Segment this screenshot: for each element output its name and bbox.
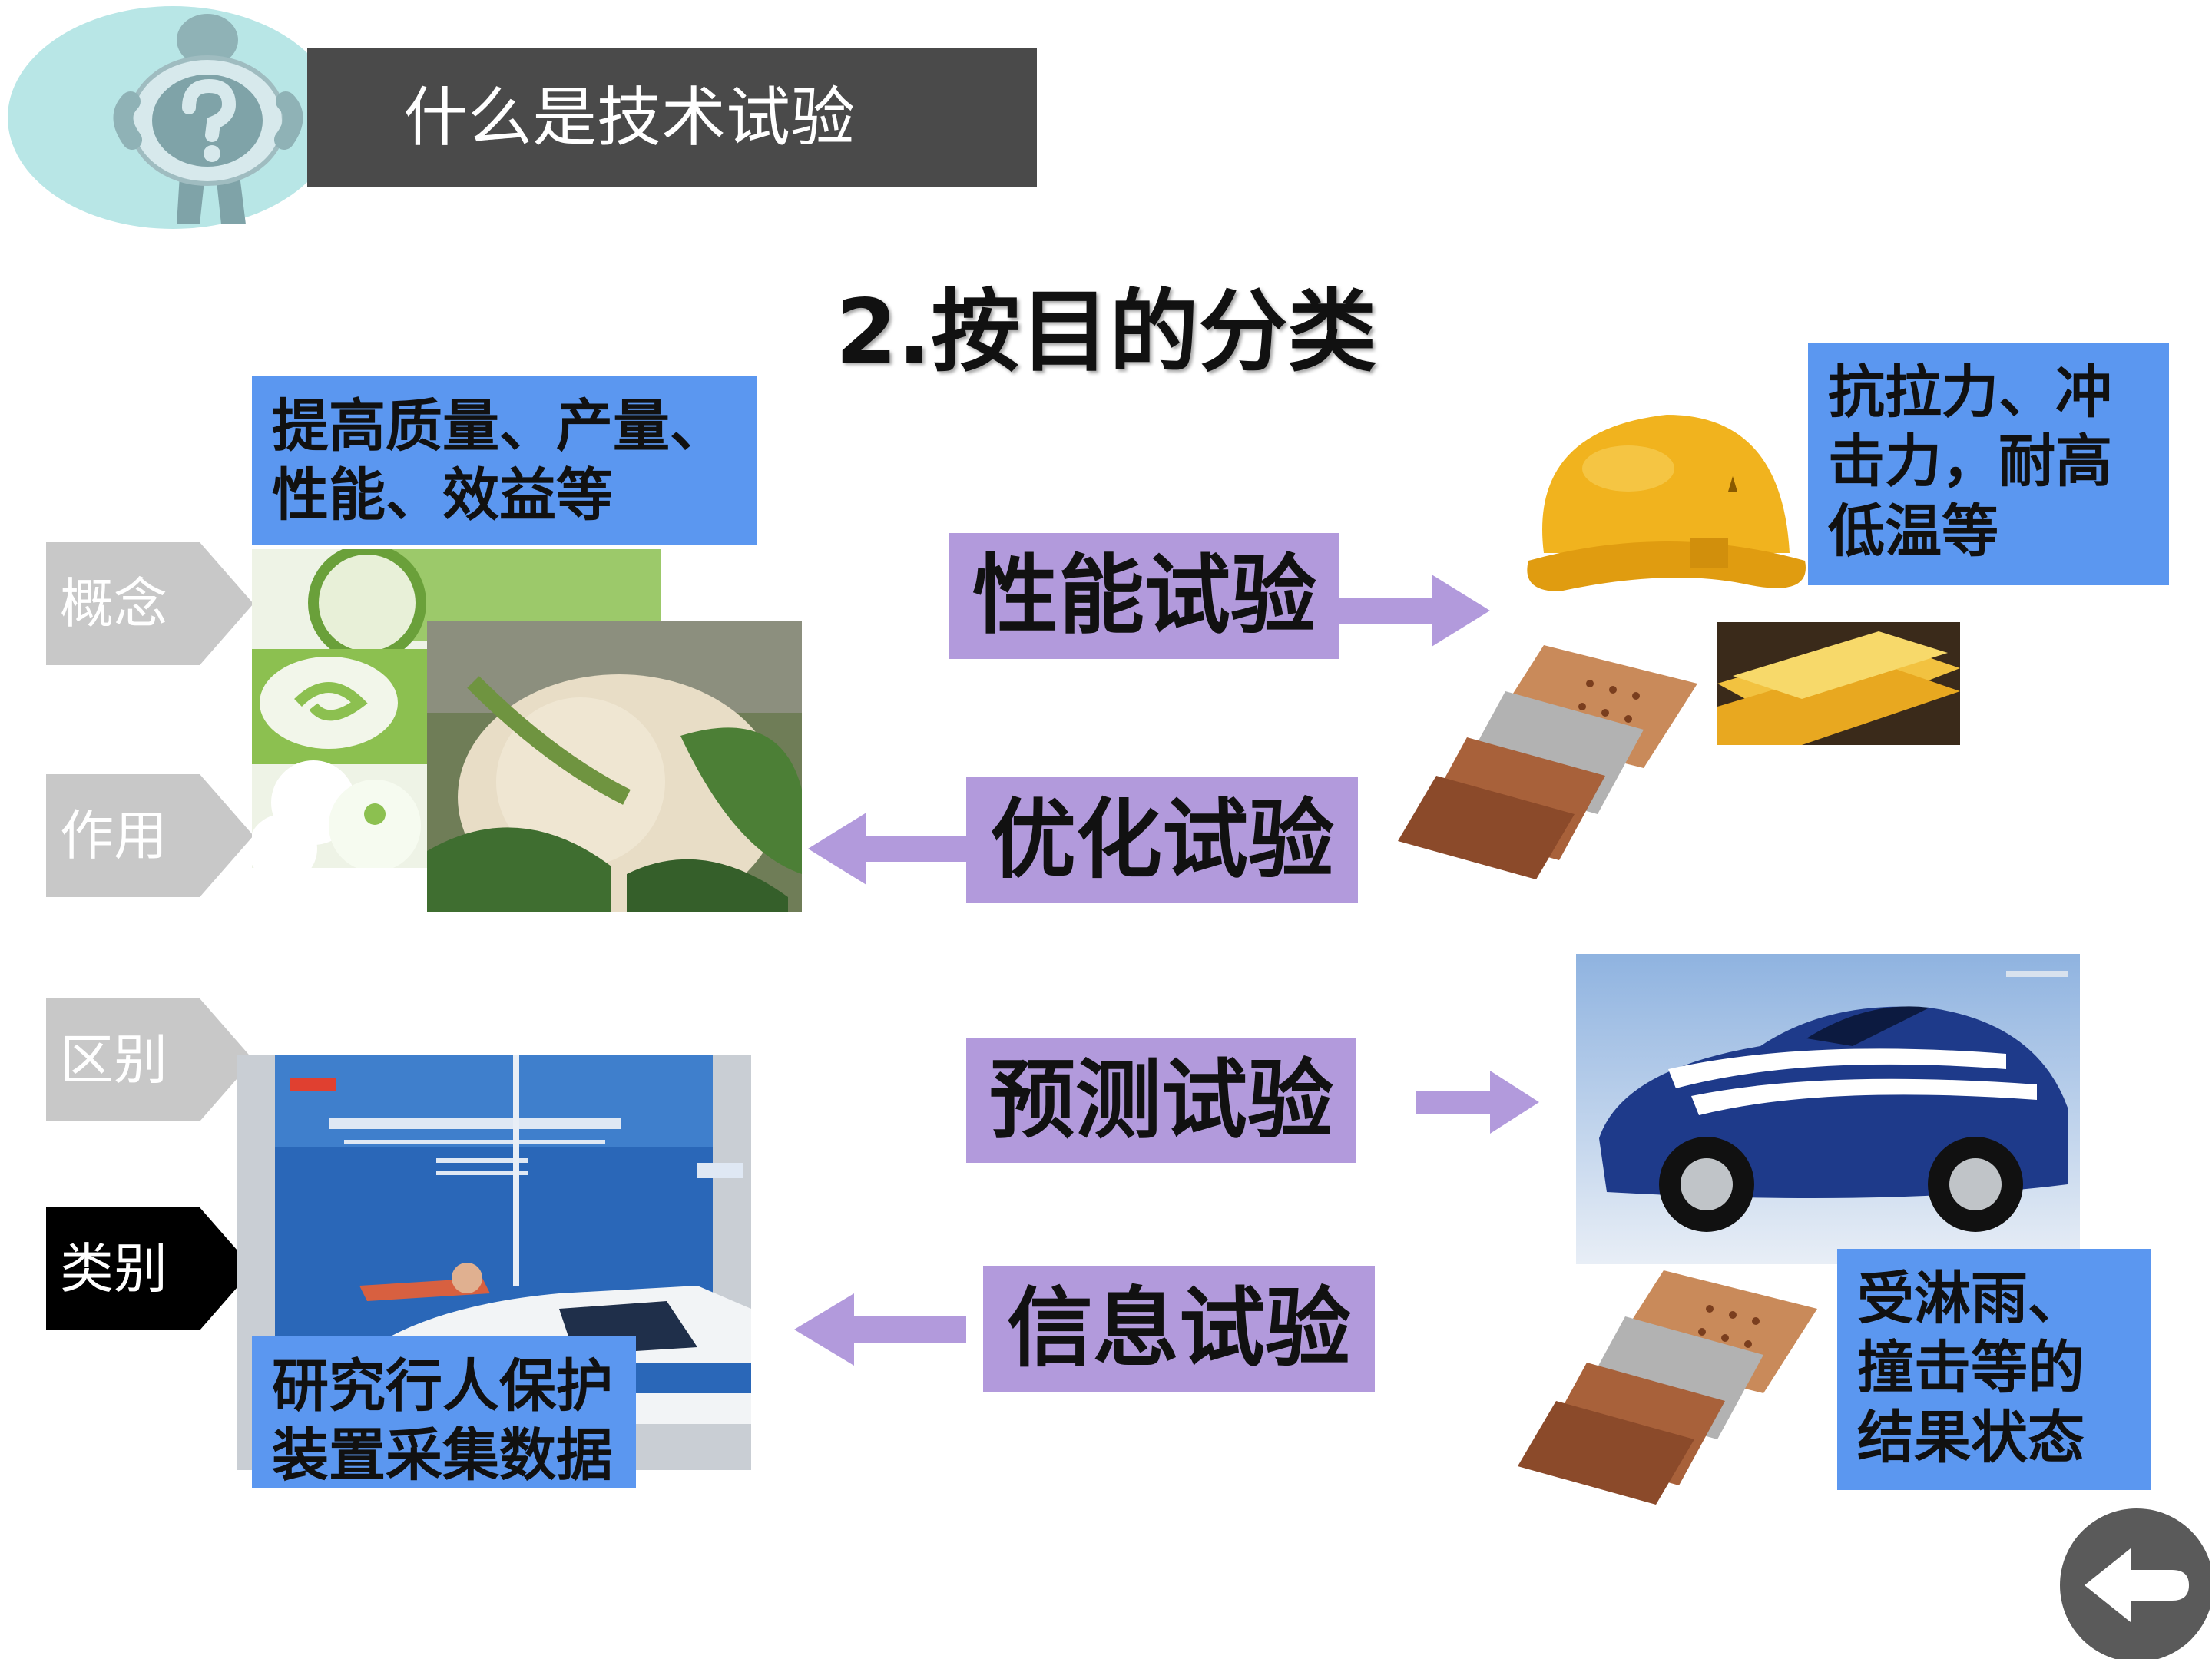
label-prediction-test: 预测试验 bbox=[966, 1038, 1356, 1163]
helmet-photo bbox=[1527, 415, 1806, 591]
nav-item-function[interactable]: 作用 bbox=[46, 774, 253, 897]
chevron-shape bbox=[46, 542, 253, 665]
chevron-shape bbox=[46, 998, 253, 1121]
nav-item-concept[interactable]: 概念 bbox=[46, 542, 253, 665]
nav-item-label: 作用 bbox=[60, 804, 167, 867]
arrow-right-icon bbox=[1416, 1071, 1539, 1134]
sports-car-photo bbox=[1576, 954, 2080, 1264]
nav-item-category[interactable]: 类别 bbox=[46, 1207, 253, 1330]
arrow-left-icon bbox=[794, 1293, 966, 1366]
nav-item-label: 类别 bbox=[60, 1237, 167, 1300]
page-title: 什么是技术试验 bbox=[403, 80, 856, 155]
arrow-right-icon bbox=[1339, 575, 1490, 647]
label-performance-test: 性能试验 bbox=[949, 533, 1339, 659]
note-pedestrian: 研究行人保护装置采集数据 bbox=[252, 1336, 636, 1488]
chevron-shape bbox=[46, 774, 253, 897]
back-arrow-icon bbox=[2085, 1548, 2189, 1622]
arrow-left-icon bbox=[808, 813, 966, 885]
note-weather: 受淋雨、撞击等的结果状态 bbox=[1837, 1249, 2151, 1490]
chevron-shape bbox=[46, 1207, 253, 1330]
title-bar bbox=[307, 48, 1037, 187]
back-button[interactable] bbox=[2057, 1505, 2210, 1659]
wood-panels-photo bbox=[1398, 645, 1697, 879]
pumpkin-photo bbox=[427, 621, 802, 912]
insulation-photo bbox=[1717, 622, 1960, 745]
section-subtitle: 2.按目的分类 bbox=[835, 280, 1377, 384]
note-strength: 抗拉力、冲击力，耐高低温等 bbox=[1808, 343, 2169, 585]
label-information-test: 信息试验 bbox=[983, 1266, 1375, 1392]
label-optimization-test: 优化试验 bbox=[966, 777, 1358, 903]
question-figure-icon bbox=[113, 14, 303, 224]
nav-item-label: 区别 bbox=[60, 1028, 167, 1091]
nav-item-difference[interactable]: 区别 bbox=[46, 998, 253, 1121]
nav-item-label: 概念 bbox=[60, 572, 167, 635]
note-quality: 提高质量、产量、性能、效益等 bbox=[252, 376, 757, 545]
wood-panels-photo bbox=[1518, 1270, 1817, 1505]
